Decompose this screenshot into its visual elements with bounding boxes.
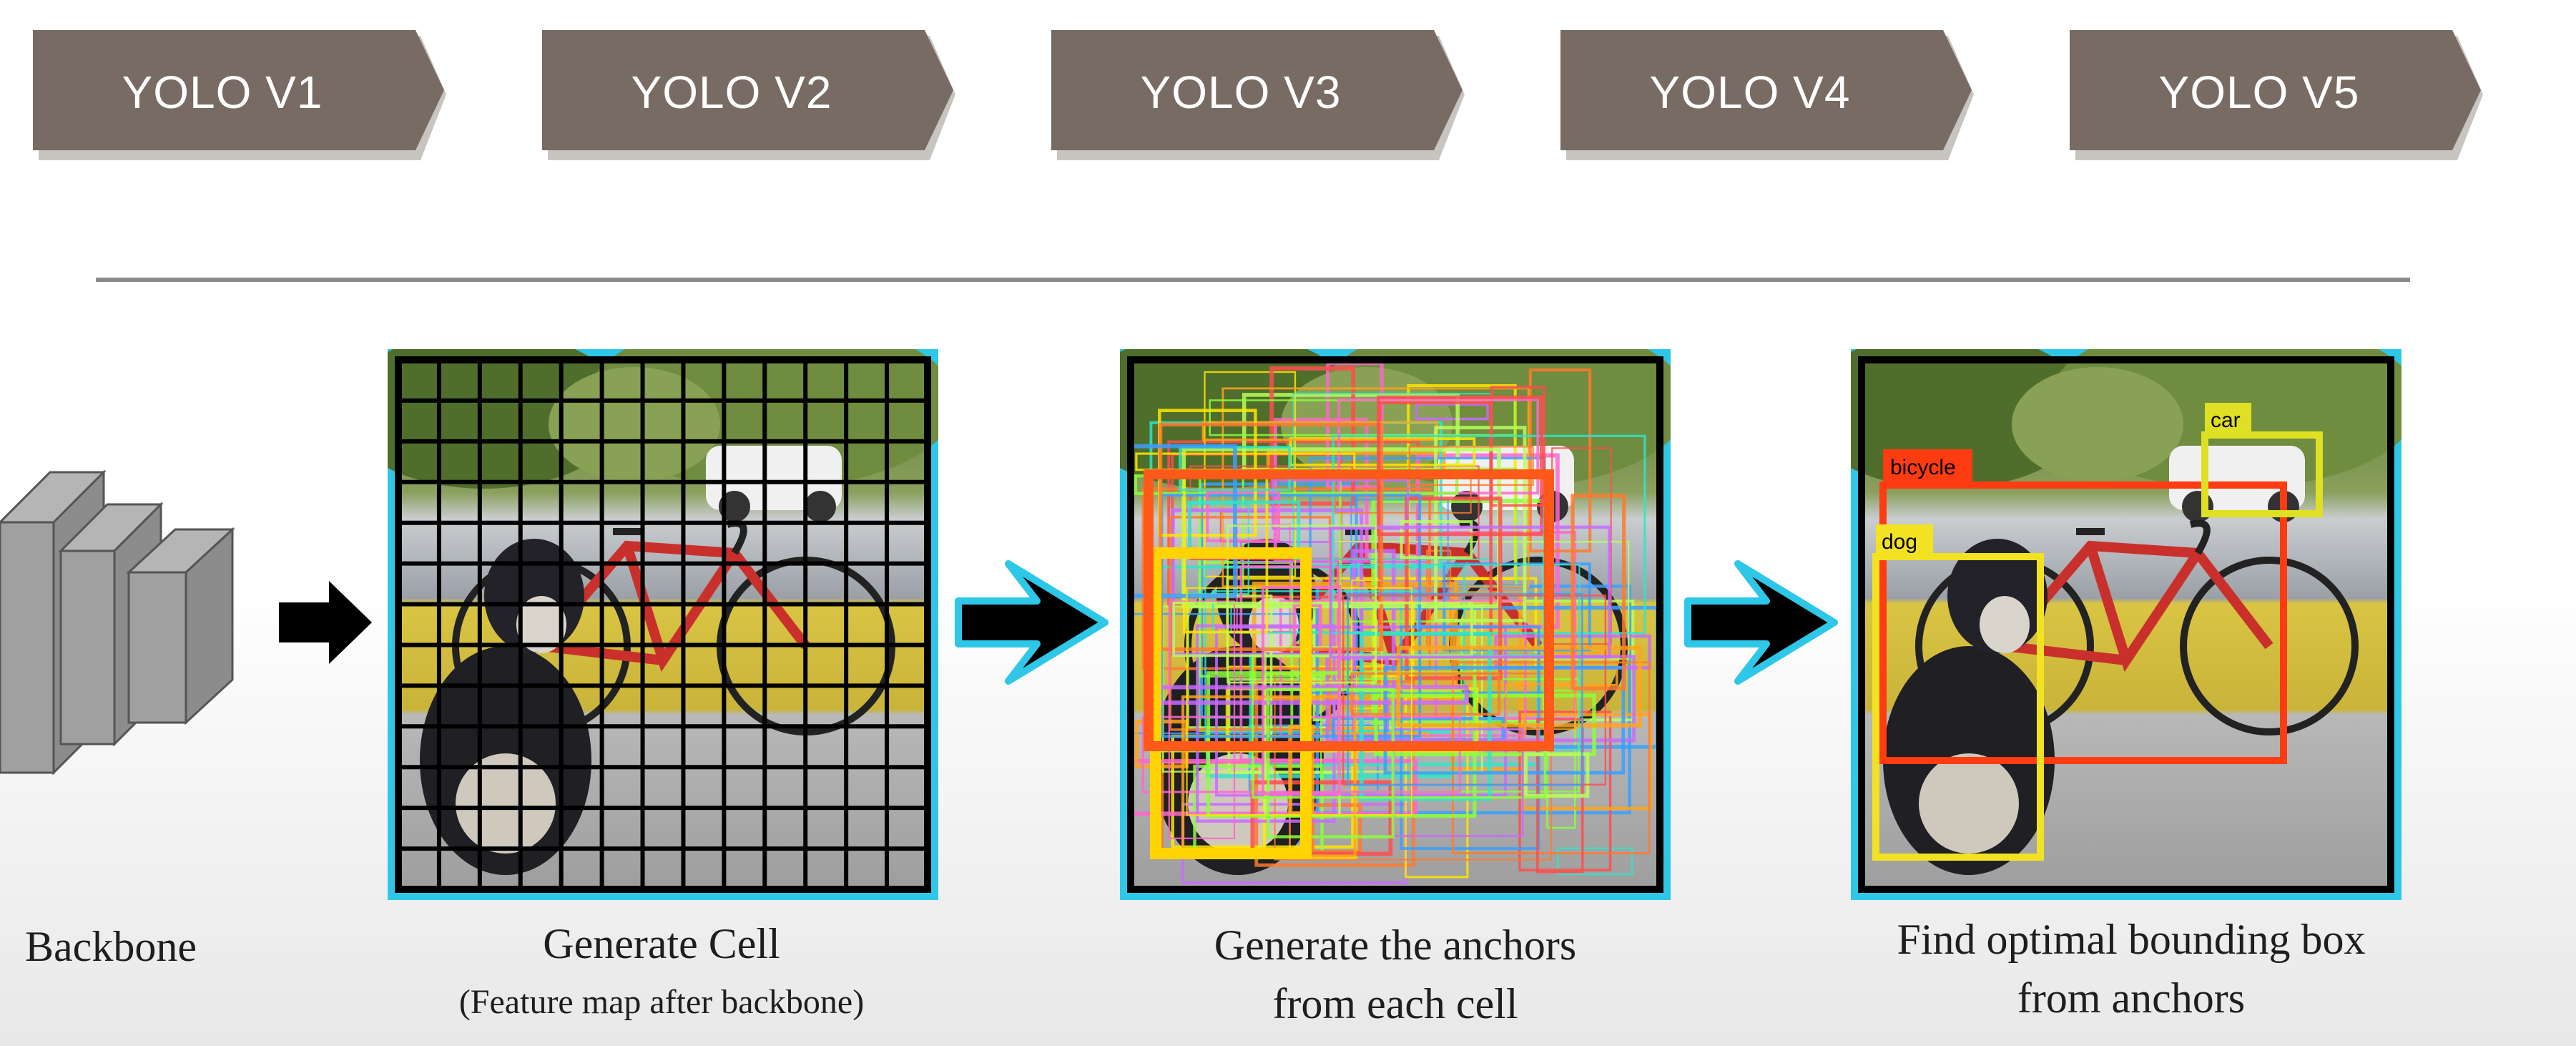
cell-sublabel: (Feature map after backbone)	[379, 973, 944, 1032]
boxes-label-line2: from anchors	[1817, 969, 2446, 1027]
timeline-step-yolo-v5: YOLO V5	[2070, 30, 2477, 155]
timeline-step-yolo-v1: YOLO V1	[33, 30, 441, 155]
cell-caption: Generate Cell (Feature map after backbon…	[379, 914, 944, 1032]
anchors-label-line2: from each cell	[1113, 974, 1678, 1033]
timeline-label: YOLO V2	[542, 30, 921, 155]
timeline-step-yolo-v3: YOLO V3	[1051, 30, 1459, 155]
backbone-label: Backbone	[0, 917, 222, 976]
anchors-caption: Generate the anchors from each cell	[1113, 916, 1678, 1033]
yolo-timeline: YOLO V1 YOLO V2 YOLO V3 YOLO V4 YOLO V5	[0, 0, 2576, 172]
bicycle-label: bicycle	[1890, 456, 1956, 479]
cell-label: Generate Cell	[379, 914, 944, 973]
section-divider	[96, 278, 2410, 282]
cell-grid-panel	[388, 349, 938, 900]
arrow-right-icon	[951, 558, 1123, 687]
anchors-label-line1: Generate the anchors	[1113, 916, 1678, 974]
timeline-label: YOLO V3	[1051, 30, 1430, 155]
timeline-label: YOLO V1	[33, 30, 412, 155]
anchors-panel	[1120, 349, 1671, 900]
boxes-label-line1: Find optimal bounding box	[1817, 910, 2446, 969]
timeline-step-yolo-v2: YOLO V2	[542, 30, 950, 155]
arrow-right-icon	[1681, 558, 1852, 687]
backbone-layers-icon	[0, 451, 243, 780]
arrow-right-icon	[279, 572, 379, 673]
car-label: car	[2211, 409, 2241, 432]
timeline-label: YOLO V5	[2070, 30, 2449, 155]
timeline-step-yolo-v4: YOLO V4	[1560, 30, 1968, 155]
boxes-caption: Find optimal bounding box from anchors	[1817, 910, 2446, 1027]
timeline-label: YOLO V4	[1560, 30, 1940, 155]
bounding-boxes-panel: bicycle dog car	[1851, 349, 2402, 900]
dog-label: dog	[1882, 530, 1917, 554]
backbone-caption: Backbone	[0, 917, 222, 976]
